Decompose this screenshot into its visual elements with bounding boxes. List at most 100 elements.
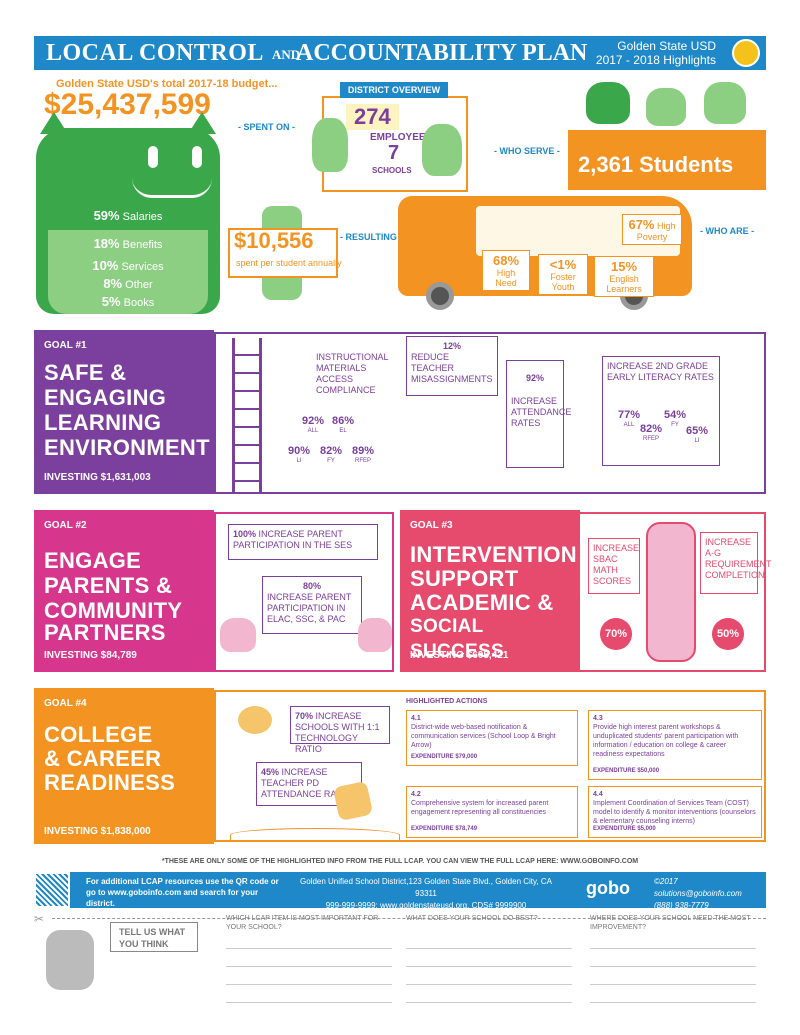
footer-resources: For additional LCAP resources use the QR… — [86, 877, 279, 908]
employees-count: 274 — [346, 104, 399, 130]
goal3-investing: INVESTING $605,421 — [410, 650, 509, 661]
answer-line[interactable] — [590, 948, 756, 949]
budget-monster-lower: 18% Benefits 10% Services 8% Other 5% Bo… — [48, 230, 208, 314]
answer-line[interactable] — [406, 1002, 572, 1003]
tech-ratio-card: 70% INCREASE SCHOOLS WITH 1:1 TECHNOLOGY… — [290, 706, 390, 754]
monster-eye-icon — [148, 146, 158, 168]
alloc-benefits: 18% Benefits — [93, 236, 163, 251]
title-and: AND — [272, 47, 301, 62]
parent-elac-card: 80% INCREASE PARENT PARTICIPATION IN ELA… — [262, 576, 362, 634]
cut-line — [52, 918, 766, 919]
footnote: *THESE ARE ONLY SOME OF THE HIGHLIGHTED … — [161, 858, 639, 865]
alloc-salaries: 59% Salaries — [93, 208, 163, 223]
answer-line[interactable] — [406, 966, 572, 967]
ag-card: INCREASE A-G REQUIREMENT COMPLETION — [700, 532, 771, 594]
metric-lit-fy: 54%FY — [664, 409, 687, 429]
goal1-title-line: ENGAGING — [44, 385, 167, 410]
goal2-title-line: PARTNERS — [44, 620, 166, 645]
action-4-3: 4.3 Provide high interest parent worksho… — [588, 710, 762, 780]
green-monster-icon — [422, 124, 462, 176]
bus-wheel-icon — [426, 282, 454, 310]
budget-label: Golden State USD's total 2017-18 budget.… — [56, 78, 278, 90]
trampoline-icon — [230, 828, 400, 842]
goal1-detail: INSTRUCTIONAL MATERIALS ACCESS COMPLIANC… — [214, 332, 766, 494]
monster-eye-icon — [192, 146, 202, 168]
per-student-card — [228, 228, 338, 278]
gobo-logo: gobo — [586, 878, 630, 898]
answer-line[interactable] — [406, 984, 572, 985]
goal4-title-line: COLLEGE — [44, 722, 153, 747]
header-bar: LOCAL CONTROL AND ACCOUNTABILITY PLAN Go… — [34, 36, 766, 70]
goal1-title-line: ENVIRONMENT — [44, 435, 210, 460]
goal1-investing: INVESTING $1,631,003 — [44, 472, 151, 483]
alloc-other: 8% Other — [103, 276, 153, 291]
answer-line[interactable] — [226, 948, 392, 949]
green-monster-icon — [646, 88, 686, 126]
goal1-title-line: SAFE & — [44, 360, 127, 385]
goal4-detail: 70% INCREASE SCHOOLS WITH 1:1 TECHNOLOGY… — [214, 690, 766, 842]
spent-on-label: - SPENT ON - — [238, 122, 296, 132]
attendance-card: 92% INCREASE ATTENDANCE RATES — [506, 360, 571, 468]
metric-im-rfep: 89%RFEP — [352, 445, 375, 465]
goal3-title-line: SUPPORT — [410, 566, 519, 591]
green-monster-icon — [586, 82, 630, 124]
goal1-title-line: LEARNING — [44, 410, 162, 435]
goal4-title-line: READINESS — [44, 770, 176, 795]
who-serve-label: - WHO SERVE - — [494, 146, 560, 156]
literacy-card: INCREASE 2ND GRADE EARLY LITERACY RATES — [602, 356, 720, 466]
misassign-card: 12% REDUCE TEACHER MISASSIGNMENTS — [406, 336, 498, 396]
goal3-detail: INCREASE SBAC MATH SCORES INCREASE A-G R… — [578, 512, 771, 672]
goal2-panel: GOAL #2 ENGAGE PARENTS & COMMUNITY PARTN… — [34, 510, 214, 672]
answer-line[interactable] — [590, 1002, 756, 1003]
tell-us-text: TELL US WHAT YOU THINK — [119, 927, 186, 949]
stat-english-learners: 15% English Learners — [594, 256, 654, 297]
footer-bar: For additional LCAP resources use the QR… — [34, 872, 766, 910]
per-student-label: spent per student annually — [236, 258, 342, 268]
answer-line[interactable] — [590, 984, 756, 985]
feedback-q2: WHAT DOES YOUR SCHOOL DO BEST? — [406, 915, 538, 922]
employees-label: EMPLOYEES — [370, 132, 433, 143]
goal4-panel: GOAL #4 COLLEGE & CAREER READINESS INVES… — [34, 688, 214, 844]
goal1-number: GOAL #1 — [44, 340, 87, 351]
feedback-q1: WHICH LCAP ITEM IS MOST IMPORTANT FOR YO… — [226, 915, 379, 931]
metric-im-el: 86%EL — [332, 415, 355, 435]
tell-us-box: TELL US WHAT YOU THINK — [110, 922, 198, 952]
answer-line[interactable] — [406, 948, 572, 949]
answer-line[interactable] — [226, 984, 392, 985]
goal3-panel: GOAL #3 INTERVENTIONS SUPPORT ACADEMIC &… — [400, 510, 592, 672]
metric-lit-li: 65%LI — [686, 425, 709, 445]
goal4-investing: INVESTING $1,838,000 — [44, 826, 151, 837]
scissors-icon: ✂ — [34, 912, 45, 926]
students-count: 2,361 Students — [578, 152, 734, 177]
stat-foster-youth: <1% Foster Youth — [538, 254, 588, 295]
metric-im-fy: 82%FY — [320, 445, 343, 465]
goal2-number: GOAL #2 — [44, 520, 87, 531]
green-monster-icon — [704, 82, 746, 124]
metric-lit-all: 77%ALL — [618, 409, 641, 429]
title-part2: ACCOUNTABILITY PLAN — [296, 40, 588, 66]
feedback-q3: WHERE DOES YOUR SCHOOL NEED THE MOST IMP… — [590, 915, 751, 931]
goal3-title-line: ACADEMIC & — [410, 590, 554, 615]
schools-label: SCHOOLS — [372, 166, 412, 175]
ag-value: 50% — [712, 618, 744, 650]
answer-line[interactable] — [226, 966, 392, 967]
answer-line[interactable] — [226, 1002, 392, 1003]
gray-monster-icon — [46, 930, 94, 990]
goal2-detail: 100% INCREASE PARENT PARTICIPATION IN TH… — [214, 512, 394, 672]
alloc-books: 5% Books — [101, 294, 155, 309]
qr-code-icon[interactable] — [34, 872, 70, 908]
green-monster-icon — [312, 118, 348, 172]
answer-line[interactable] — [590, 966, 756, 967]
orange-monster-icon — [332, 780, 374, 822]
goal4-title-line: & CAREER — [44, 746, 162, 771]
monster-smile-icon — [132, 178, 212, 198]
schools-count: 7 — [388, 142, 400, 164]
students-box: 2,361 Students — [568, 130, 766, 190]
goal2-title-line: COMMUNITY — [44, 598, 183, 623]
orange-monster-icon — [238, 706, 272, 734]
action-4-2: 4.2 Comprehensive system for increased p… — [406, 786, 578, 838]
metric-lit-rfep: 82%RFEP — [640, 423, 663, 443]
goal2-title-line: PARENTS & — [44, 573, 173, 598]
district-name: Golden State USD — [617, 39, 716, 53]
pink-monster-icon — [646, 522, 696, 662]
